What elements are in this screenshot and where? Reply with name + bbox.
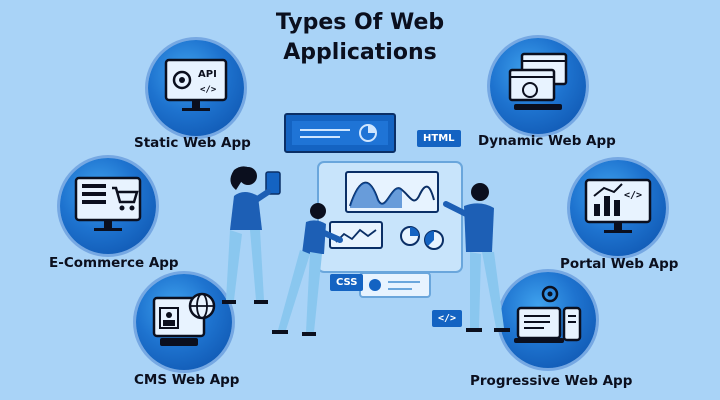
api-text: API <box>198 69 217 80</box>
progressive-web-app-badge <box>500 272 596 368</box>
ecommerce-app-badge <box>60 158 156 254</box>
title-line-2: Applications <box>283 40 437 65</box>
man-pointing <box>443 183 510 332</box>
main-dashboard-screen <box>317 161 463 273</box>
app-label-dynamic: Dynamic Web App <box>478 133 616 149</box>
app-label-portal: Portal Web App <box>560 256 679 272</box>
code-tag: </> <box>432 310 463 327</box>
static-web-app-badge: API </> <box>148 40 244 136</box>
html-tag: HTML <box>417 130 461 147</box>
app-label-static: Static Web App <box>134 135 251 151</box>
portal-web-app-badge: </> <box>570 160 666 256</box>
cms-web-app-badge <box>136 274 232 370</box>
app-label-progressive: Progressive Web App <box>470 373 633 389</box>
chart-code-monitor-icon: </> <box>584 178 652 233</box>
devices-gear-icon <box>514 285 582 343</box>
api-monitor-icon: API </> <box>164 58 228 111</box>
code-text: </> <box>624 190 642 201</box>
woman-pointing <box>272 203 343 336</box>
banner-panel <box>284 113 396 153</box>
app-label-ecommerce: E-Commerce App <box>49 255 179 271</box>
woman-with-phone <box>222 166 281 304</box>
cms-globe-monitor-icon <box>152 292 216 346</box>
browser-windows-icon <box>508 52 568 110</box>
code-small-text: </> <box>200 85 217 95</box>
shop-cart-monitor-icon <box>74 176 142 231</box>
dynamic-web-app-badge <box>490 38 586 134</box>
title-line-1: Types Of Web <box>275 10 445 35</box>
app-label-cms: CMS Web App <box>134 372 240 388</box>
css-tag: CSS <box>330 274 364 291</box>
profile-card <box>359 272 431 298</box>
page-title: Types Of Web Applications <box>0 8 720 68</box>
